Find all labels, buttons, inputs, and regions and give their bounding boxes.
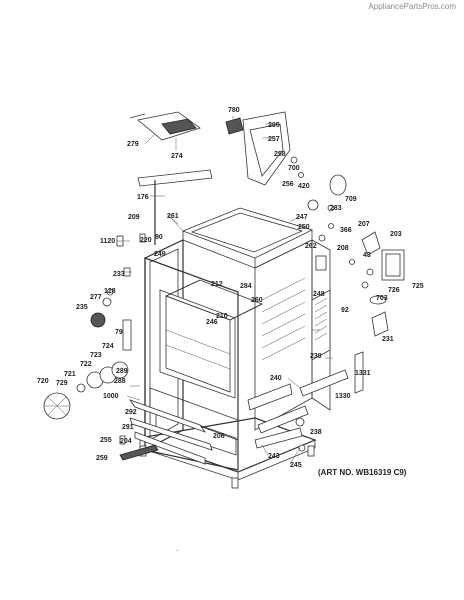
callout-239: 239 (310, 353, 322, 360)
drawer-parts (119, 399, 213, 465)
callout-1331: 1331 (355, 370, 371, 377)
side-trim-strip (137, 169, 213, 245)
callout-780: 780 (228, 107, 240, 114)
callout-labels: 780 295 257 279 274 258 700 420 256 283 … (37, 107, 424, 469)
callout-208: 208 (337, 245, 349, 252)
oven-cabinet (137, 207, 331, 489)
callout-709: 709 (345, 196, 357, 203)
callout-277: 277 (90, 294, 102, 301)
callout-261: 261 (167, 213, 179, 220)
callout-235: 235 (76, 304, 88, 311)
callout-279: 279 (127, 141, 139, 148)
callout-249: 249 (154, 251, 166, 258)
callout-259: 259 (96, 455, 108, 462)
callout-128: 128 (104, 288, 116, 295)
callout-79: 79 (115, 329, 123, 336)
callout-90: 90 (155, 234, 163, 241)
small-hardware-parts (290, 156, 355, 265)
callout-257: 257 (268, 136, 280, 143)
callout-209: 209 (128, 214, 140, 221)
callout-284: 284 (240, 283, 252, 290)
callout-700: 700 (288, 165, 300, 172)
callout-1330: 1330 (335, 393, 351, 400)
callout-1120: 1120 (100, 238, 115, 245)
callout-176: 176 (137, 194, 149, 201)
callout-420: 420 (298, 183, 310, 190)
callout-256: 256 (282, 181, 294, 188)
callout-726: 726 (388, 287, 400, 294)
callout-238: 238 (310, 429, 322, 436)
callout-289: 289 (116, 368, 128, 375)
callout-366: 366 (340, 227, 352, 234)
leader-lines (117, 116, 356, 465)
callout-206: 206 (213, 433, 225, 440)
callout-295: 295 (268, 122, 280, 129)
callout-248: 248 (313, 291, 325, 298)
callout-274: 274 (171, 153, 183, 160)
art-number: (ART NO. WB16319 C9) (318, 468, 407, 477)
page-mark: . (176, 544, 179, 553)
callout-246: 246 (206, 319, 218, 326)
callout-210: 210 (216, 313, 228, 320)
vent-duct-part (225, 111, 291, 186)
callout-258: 258 (274, 151, 286, 158)
callout-288: 288 (114, 378, 126, 385)
callout-292: 292 (125, 409, 137, 416)
callout-220: 220 (140, 237, 152, 244)
callout-283: 283 (330, 205, 342, 212)
callout-212: 212 (211, 281, 223, 288)
callout-1000: 1000 (103, 393, 119, 400)
callout-722: 722 (80, 361, 92, 368)
callout-255: 255 (100, 437, 112, 444)
callout-231: 231 (382, 336, 394, 343)
callout-240: 240 (270, 375, 282, 382)
callout-723: 723 (90, 352, 102, 359)
callout-262: 262 (305, 243, 317, 250)
callout-729: 729 (56, 380, 68, 387)
callout-243: 243 (268, 453, 280, 460)
callout-204: 204 (120, 438, 132, 445)
watermark: AppliancePartsPros.com (368, 2, 456, 11)
right-side-parts (247, 231, 405, 452)
callout-724: 724 (102, 343, 114, 350)
callout-720: 720 (37, 378, 49, 385)
callout-207: 207 (358, 221, 370, 228)
callout-725: 725 (412, 283, 424, 290)
callout-43: 43 (363, 252, 371, 259)
igniter-knob-part (90, 288, 114, 328)
callout-245: 245 (290, 462, 302, 469)
callout-291: 291 (122, 424, 134, 431)
callout-721: 721 (64, 371, 76, 378)
top-left-bracket-part (129, 111, 201, 141)
callout-260: 260 (251, 297, 263, 304)
callout-703: 703 (376, 295, 388, 302)
callout-203: 203 (390, 231, 402, 238)
callout-233: 233 (113, 271, 125, 278)
callout-247: 247 (296, 214, 308, 221)
callout-92: 92 (341, 307, 349, 314)
callout-250: 250 (298, 224, 310, 231)
convection-fan-assembly (43, 361, 129, 420)
